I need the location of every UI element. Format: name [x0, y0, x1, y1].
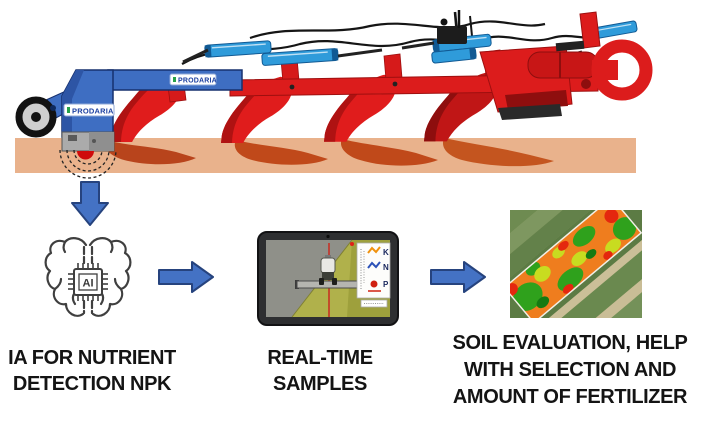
caption-real-time-samples: REAL-TIME SAMPLES — [228, 345, 412, 397]
plow-headstock — [437, 10, 653, 120]
caption-line: REAL-TIME — [267, 347, 373, 369]
prodaria-label-text: PRODARIA — [178, 78, 217, 85]
caption-line: WITH SELECTION AND — [463, 359, 677, 381]
prodaria-logo-mark — [67, 107, 70, 113]
nutrient-heatmap-strip — [510, 210, 642, 318]
prodaria-label-text: PRODARIA — [72, 107, 114, 116]
soil-furrow-shadows — [104, 138, 554, 167]
prodaria-sensor-unit: PRODARIA PRODARIA — [15, 69, 243, 179]
caption-line: DETECTION NPK — [12, 373, 172, 395]
implement-bar — [296, 280, 360, 289]
plow-machine-illustration: PRODARIA PRODARIA — [15, 10, 653, 179]
tablet-camera — [326, 234, 330, 239]
flow-arrow-icon — [430, 261, 486, 293]
caption-line: AMOUNT OF FERTILIZER — [452, 386, 688, 408]
npk-panel: K N P — [356, 242, 391, 308]
ai-chip-label: AI — [83, 278, 94, 290]
prodaria-logo-mark — [173, 77, 176, 82]
prodaria-label-tower: PRODARIA — [63, 103, 115, 117]
sensor-signal-waves — [59, 149, 117, 179]
tractor-icon — [319, 255, 337, 285]
caption-ai-detection: IA FOR NUTRIENT DETECTION NPK — [0, 345, 184, 397]
prodaria-label-beam: PRODARIA — [169, 73, 217, 86]
caption-line: SAMPLES — [273, 373, 367, 395]
flow-arrow-icon — [158, 261, 214, 293]
npk-n-label: N — [383, 263, 389, 272]
npk-p-label: P — [383, 280, 389, 289]
caption-soil-evaluation: SOIL EVALUATION, HELP WITH SELECTION AND… — [430, 330, 702, 411]
sensor-emitter — [77, 151, 94, 160]
caption-line: IA FOR NUTRIENT — [8, 347, 176, 369]
guidance-screen: K N P — [266, 239, 391, 318]
ai-chip — [68, 263, 108, 301]
down-arrow-icon — [71, 181, 109, 226]
soil-heatmap-image — [510, 210, 642, 318]
tablet-display: K N P — [257, 231, 399, 326]
npk-k-label: K — [383, 248, 389, 257]
ai-brain-icon: AI — [44, 237, 132, 317]
caption-line: SOIL EVALUATION, HELP — [452, 332, 688, 354]
